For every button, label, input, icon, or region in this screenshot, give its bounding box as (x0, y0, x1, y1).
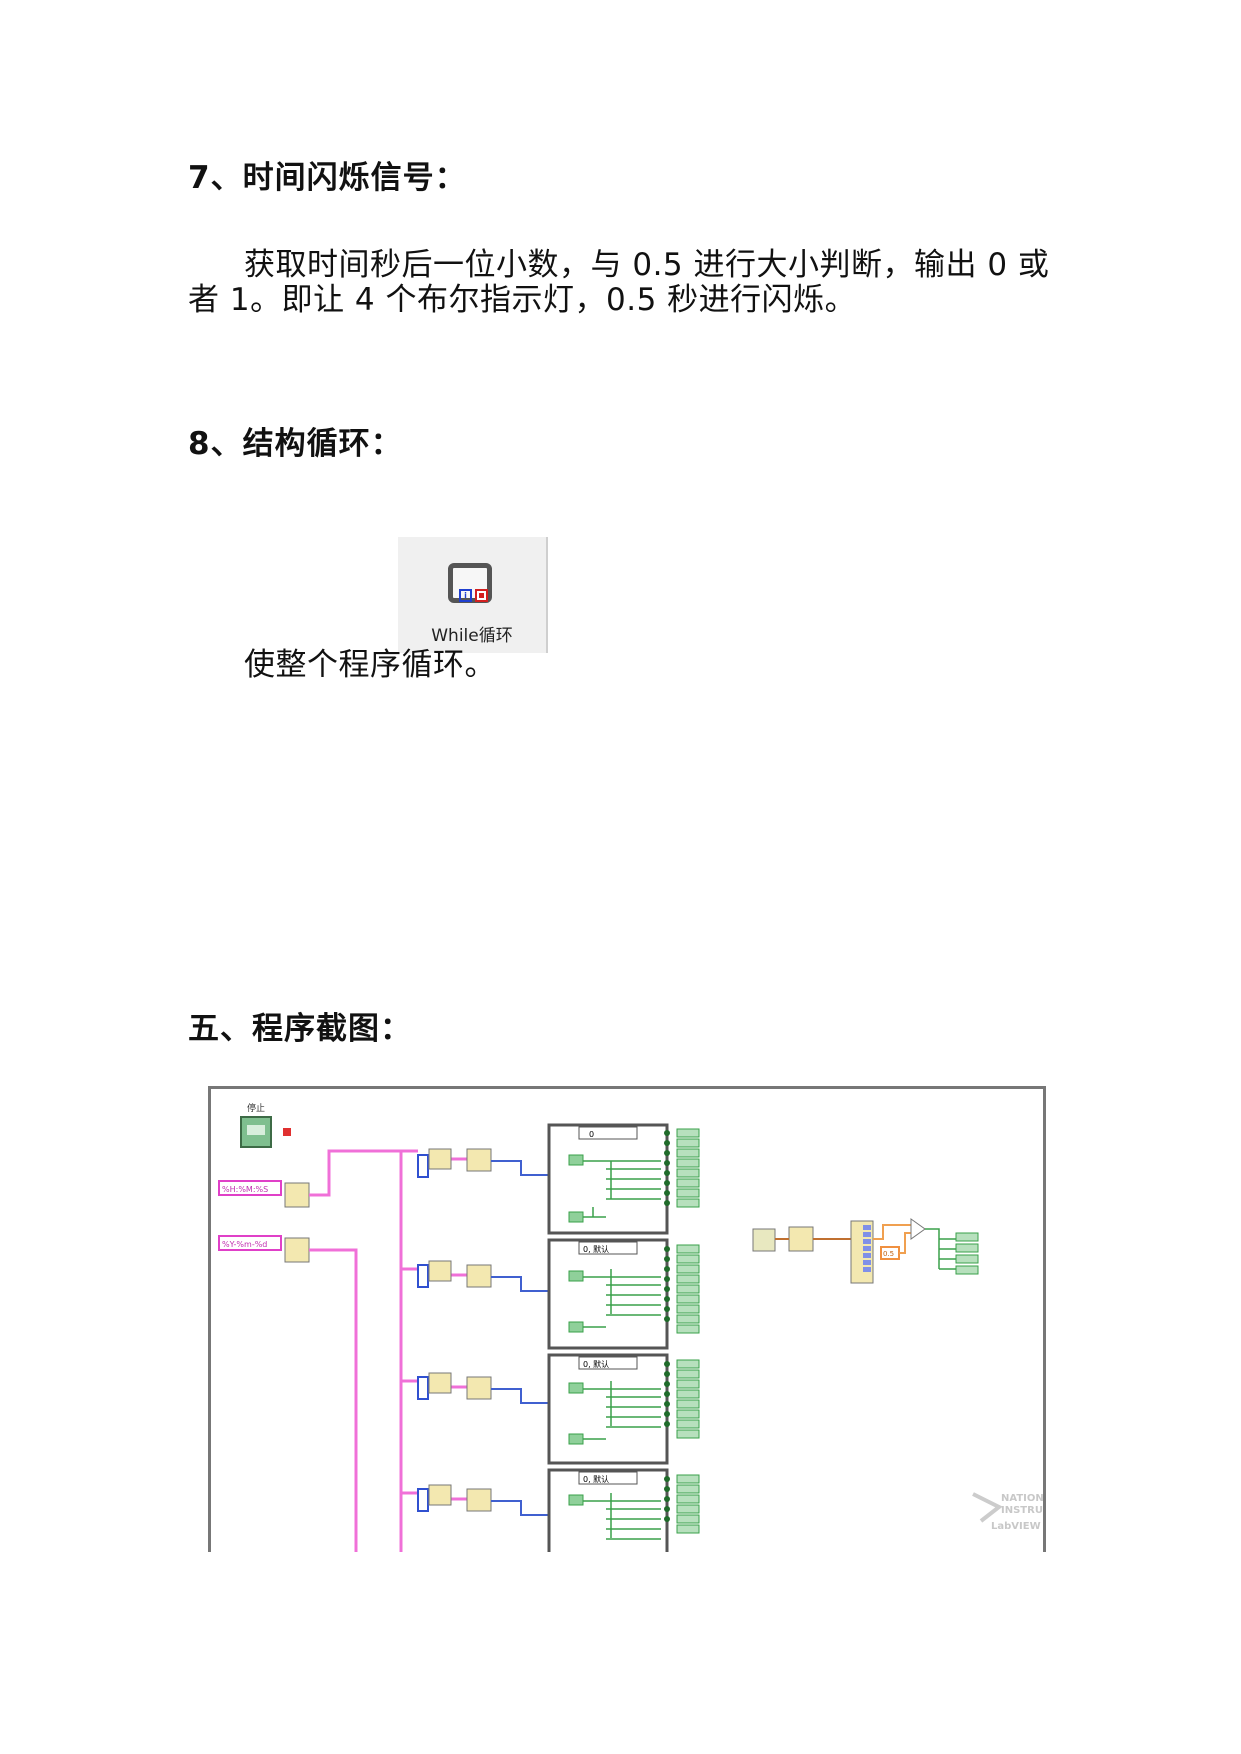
section7-heading: 7、时间闪烁信号： (188, 160, 467, 196)
format2-text: %Y-%m-%d (222, 1240, 267, 1249)
decimal-string-to-number-nodes (466, 1148, 492, 1512)
case-label-2: 0, 默认 (583, 1244, 609, 1254)
case-label-4: 0, 默认 (583, 1474, 609, 1484)
format1-text: %H:%M:%S (222, 1185, 268, 1194)
while-loop-icon: i While循环 (398, 537, 548, 653)
string-subset-nodes (417, 1148, 452, 1512)
stop-button: 停止 (240, 1102, 291, 1148)
section8-paragraph: 使整个程序循环。 (244, 647, 496, 683)
case-label-3: 0, 默认 (583, 1359, 609, 1369)
section8-heading: 8、结构循环： (188, 426, 403, 462)
date-format-constant: %Y-%m-%d (218, 1235, 282, 1251)
watermark-line1: NATIONAL (1001, 1493, 1043, 1504)
numeric-wires (491, 1160, 549, 1516)
block-diagram-screenshot: 停止 %H:%M:%S %Y-%m-%d (208, 1086, 1046, 1552)
flash-signal-logic: 0.5 (752, 1218, 979, 1284)
stop-label: 停止 (247, 1102, 265, 1114)
boolean-wires (581, 1160, 661, 1540)
boolean-constants (568, 1154, 584, 1506)
case-structure-2: 0, 默认 (547, 1238, 669, 1350)
watermark-line3: LabVIEW (991, 1521, 1041, 1532)
section5-heading: 五、程序截图： (188, 1011, 412, 1047)
boolean-indicator-columns (664, 1128, 700, 1534)
watermark-line2: INSTRUMENTS (1001, 1505, 1043, 1516)
loop-frame-icon: i (448, 563, 492, 603)
case-label-1: 0 (589, 1130, 594, 1139)
case-structure-3: 0, 默认 (547, 1353, 669, 1465)
compare-constant: 0.5 (883, 1250, 894, 1258)
ni-watermark: NATIONAL INSTRUMENTS LabVIEW (972, 1492, 1043, 1532)
block-diagram: 停止 %H:%M:%S %Y-%m-%d (218, 1102, 1043, 1552)
iteration-terminal-icon: i (459, 589, 472, 602)
condition-terminal-icon (475, 589, 488, 602)
section7-paragraph: 获取时间秒后一位小数，与 0.5 进行大小判断，输出 0 或者 1。即让 4 个… (188, 247, 1050, 318)
while-loop-label: While循环 (431, 626, 513, 646)
format-time-node (284, 1182, 310, 1208)
format-date-node (284, 1237, 310, 1263)
time-format-constant: %H:%M:%S (218, 1180, 282, 1196)
